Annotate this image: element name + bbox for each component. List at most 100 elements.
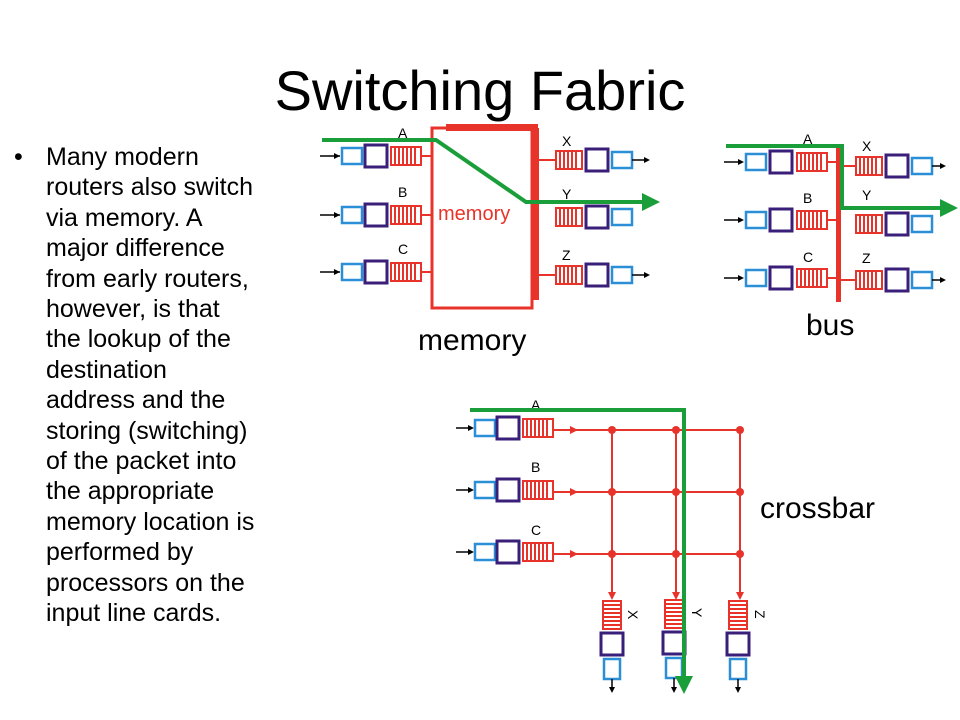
memory-input-b: B [320,184,432,228]
port-icon [768,149,794,175]
packet-path [322,138,642,204]
bus-output-y: Y [855,187,934,237]
input-label: C [398,241,408,257]
bus-input-a: A [724,131,836,175]
crossbar-rows [554,429,740,555]
port-icon [910,156,934,176]
packet-path [470,408,686,676]
bullet-line: via memory. A [46,203,203,232]
arrow-icon [735,687,741,693]
arrow-icon [468,549,474,555]
crossbar-input-b: B [456,459,554,503]
arrow-icon [644,157,650,163]
arrow-icon [468,487,474,493]
bus-output-x: X [841,138,946,179]
port-icon [728,657,748,681]
port-icon [744,152,768,172]
port-icon [744,268,768,288]
memory-caption: memory [418,324,526,357]
bus-input-c: C [724,249,836,291]
bullet-line: major difference [46,234,225,263]
arrow-icon [334,212,340,218]
packet-path [726,144,940,210]
memory-output-y: Y [555,186,634,230]
input-label: B [531,459,540,475]
port-icon [363,143,389,169]
output-label: Y [862,187,872,203]
port-icon [584,204,610,230]
arrow-icon [334,153,340,159]
bullet-line: address and the [46,386,226,415]
memory-box-label: memory [438,203,510,225]
bullet-line: of the packet into [46,447,237,476]
port-icon [340,146,364,166]
arrow-icon [940,163,946,169]
port-icon [725,631,751,657]
bullet-line: processors on the [46,568,245,597]
arrow-icon [738,159,744,165]
bullet-line: however, is that [46,295,220,324]
bullet-text: Many modern routers also switch via memo… [46,142,336,629]
port-icon [363,202,389,228]
arrow-icon [570,550,578,558]
input-label: C [531,522,541,538]
port-icon [473,480,497,500]
input-label: C [803,249,813,265]
port-icon [495,539,521,565]
arrow-icon [334,269,340,275]
port-icon [910,214,934,234]
port-icon [495,477,521,503]
memory-diagram: memory A B [320,124,660,357]
port-icon [884,153,910,179]
memory-box-shadow [532,128,539,300]
bullet-line: from early routers, [46,264,249,293]
port-icon [495,415,521,441]
port-icon [610,265,634,285]
port-icon [664,656,684,680]
crossbar-columns [611,430,741,594]
bullet-line: performed by [46,538,194,567]
port-icon [473,418,497,438]
port-icon [910,270,934,290]
slide-title: Switching Fabric [274,59,686,122]
bus-diagram: A B C [724,131,958,342]
port-icon [340,205,364,225]
bullet-line: input line cards. [46,599,222,628]
arrow-icon [738,217,744,223]
port-icon [661,630,687,656]
output-label: X [625,610,641,620]
arrow-icon [570,488,578,496]
output-label: X [862,138,872,154]
arrow-icon [675,676,693,694]
crossbar-caption: crossbar [760,492,875,525]
port-icon [473,542,497,562]
input-label: A [398,125,408,141]
bullet-line: the lookup of the [46,325,231,354]
bullet-line: destination [46,355,167,384]
arrow-icon [644,272,650,278]
arrow-icon [609,687,615,693]
port-icon [363,259,389,285]
output-label: X [562,133,572,149]
port-icon [610,207,634,227]
crossbar-output-y: Y [661,599,705,693]
port-icon [744,210,768,230]
arrow-icon [642,193,660,211]
arrow-icon [570,426,578,434]
memory-box [430,126,534,310]
bullet-line: routers also switch [46,173,254,202]
crossbar-output-z: Z [725,600,768,693]
bullet-line: memory location is [46,507,255,536]
port-icon [884,267,910,293]
crossbar-diagram: A B C [456,397,875,694]
arrow-icon [940,277,946,283]
port-icon [584,262,610,288]
arrow-icon [468,425,474,431]
memory-box-topbar [446,124,538,131]
crossbar-output-x: X [599,600,641,693]
bullet-line: Many modern [46,143,199,171]
port-icon [768,265,794,291]
arrow-icon [738,275,744,281]
memory-input-a: A [320,125,432,169]
output-label: Z [862,250,871,266]
